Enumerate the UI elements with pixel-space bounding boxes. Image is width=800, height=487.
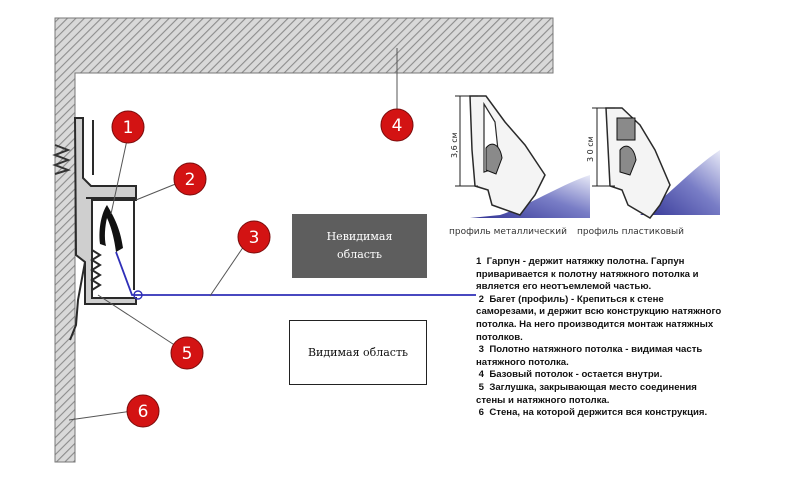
wall-screw <box>52 144 72 175</box>
ceiling-film <box>115 251 476 300</box>
legend-item: 6 Стена, на которой держится вся констру… <box>476 407 708 419</box>
legend-item: 3 Полотно натяжного потолка - видимая ча… <box>476 344 705 368</box>
baguette-profile <box>73 117 137 305</box>
legend-item: 4 Базовый потолок - остается внутри. <box>476 369 663 381</box>
marker-4: 4 <box>380 108 414 142</box>
plastic-profile-illustration: 3 0 см <box>586 107 720 219</box>
base-ceiling-and-wall <box>54 17 554 463</box>
legend-item: 5 Заглушка, закрывающая место соединения… <box>476 381 700 406</box>
svg-text:3 0 см: 3 0 см <box>586 136 595 162</box>
svg-text:1: 1 <box>123 118 134 138</box>
metal-profile-caption: профиль металлический <box>449 227 567 237</box>
svg-text:6: 6 <box>138 402 149 422</box>
marker-3: 3 <box>237 220 271 254</box>
marker-5: 5 <box>170 336 204 370</box>
metal-profile-illustration: 3,6 см <box>450 95 590 218</box>
marker-6: 6 <box>126 394 160 428</box>
invisible-area-label: Невидимая область <box>326 230 393 261</box>
marker-2: 2 <box>173 162 207 196</box>
svg-text:5: 5 <box>182 344 193 364</box>
legend-item: 1 Гарпун - держит натяжку полотна. Гарпу… <box>476 256 702 293</box>
legend: 1 Гарпун - держит натяжку полотна. Гарпу… <box>476 256 726 420</box>
plastic-profile-caption: профиль пластиковый <box>577 227 684 237</box>
svg-text:3,6 см: 3,6 см <box>450 132 459 158</box>
svg-text:3: 3 <box>249 228 260 248</box>
svg-text:2: 2 <box>185 170 196 190</box>
visible-area-label: Видимая область <box>307 345 409 359</box>
wall-plug <box>69 261 86 341</box>
legend-item: 2 Багет (профиль) - Крепиться к стене са… <box>476 293 724 343</box>
leader-lines <box>68 48 398 421</box>
invisible-area-box: Невидимая область <box>292 214 427 278</box>
visible-area-box: Видимая область <box>289 320 427 385</box>
marker-1: 1 <box>111 110 145 144</box>
harpoon <box>99 205 123 252</box>
svg-text:4: 4 <box>392 116 403 136</box>
